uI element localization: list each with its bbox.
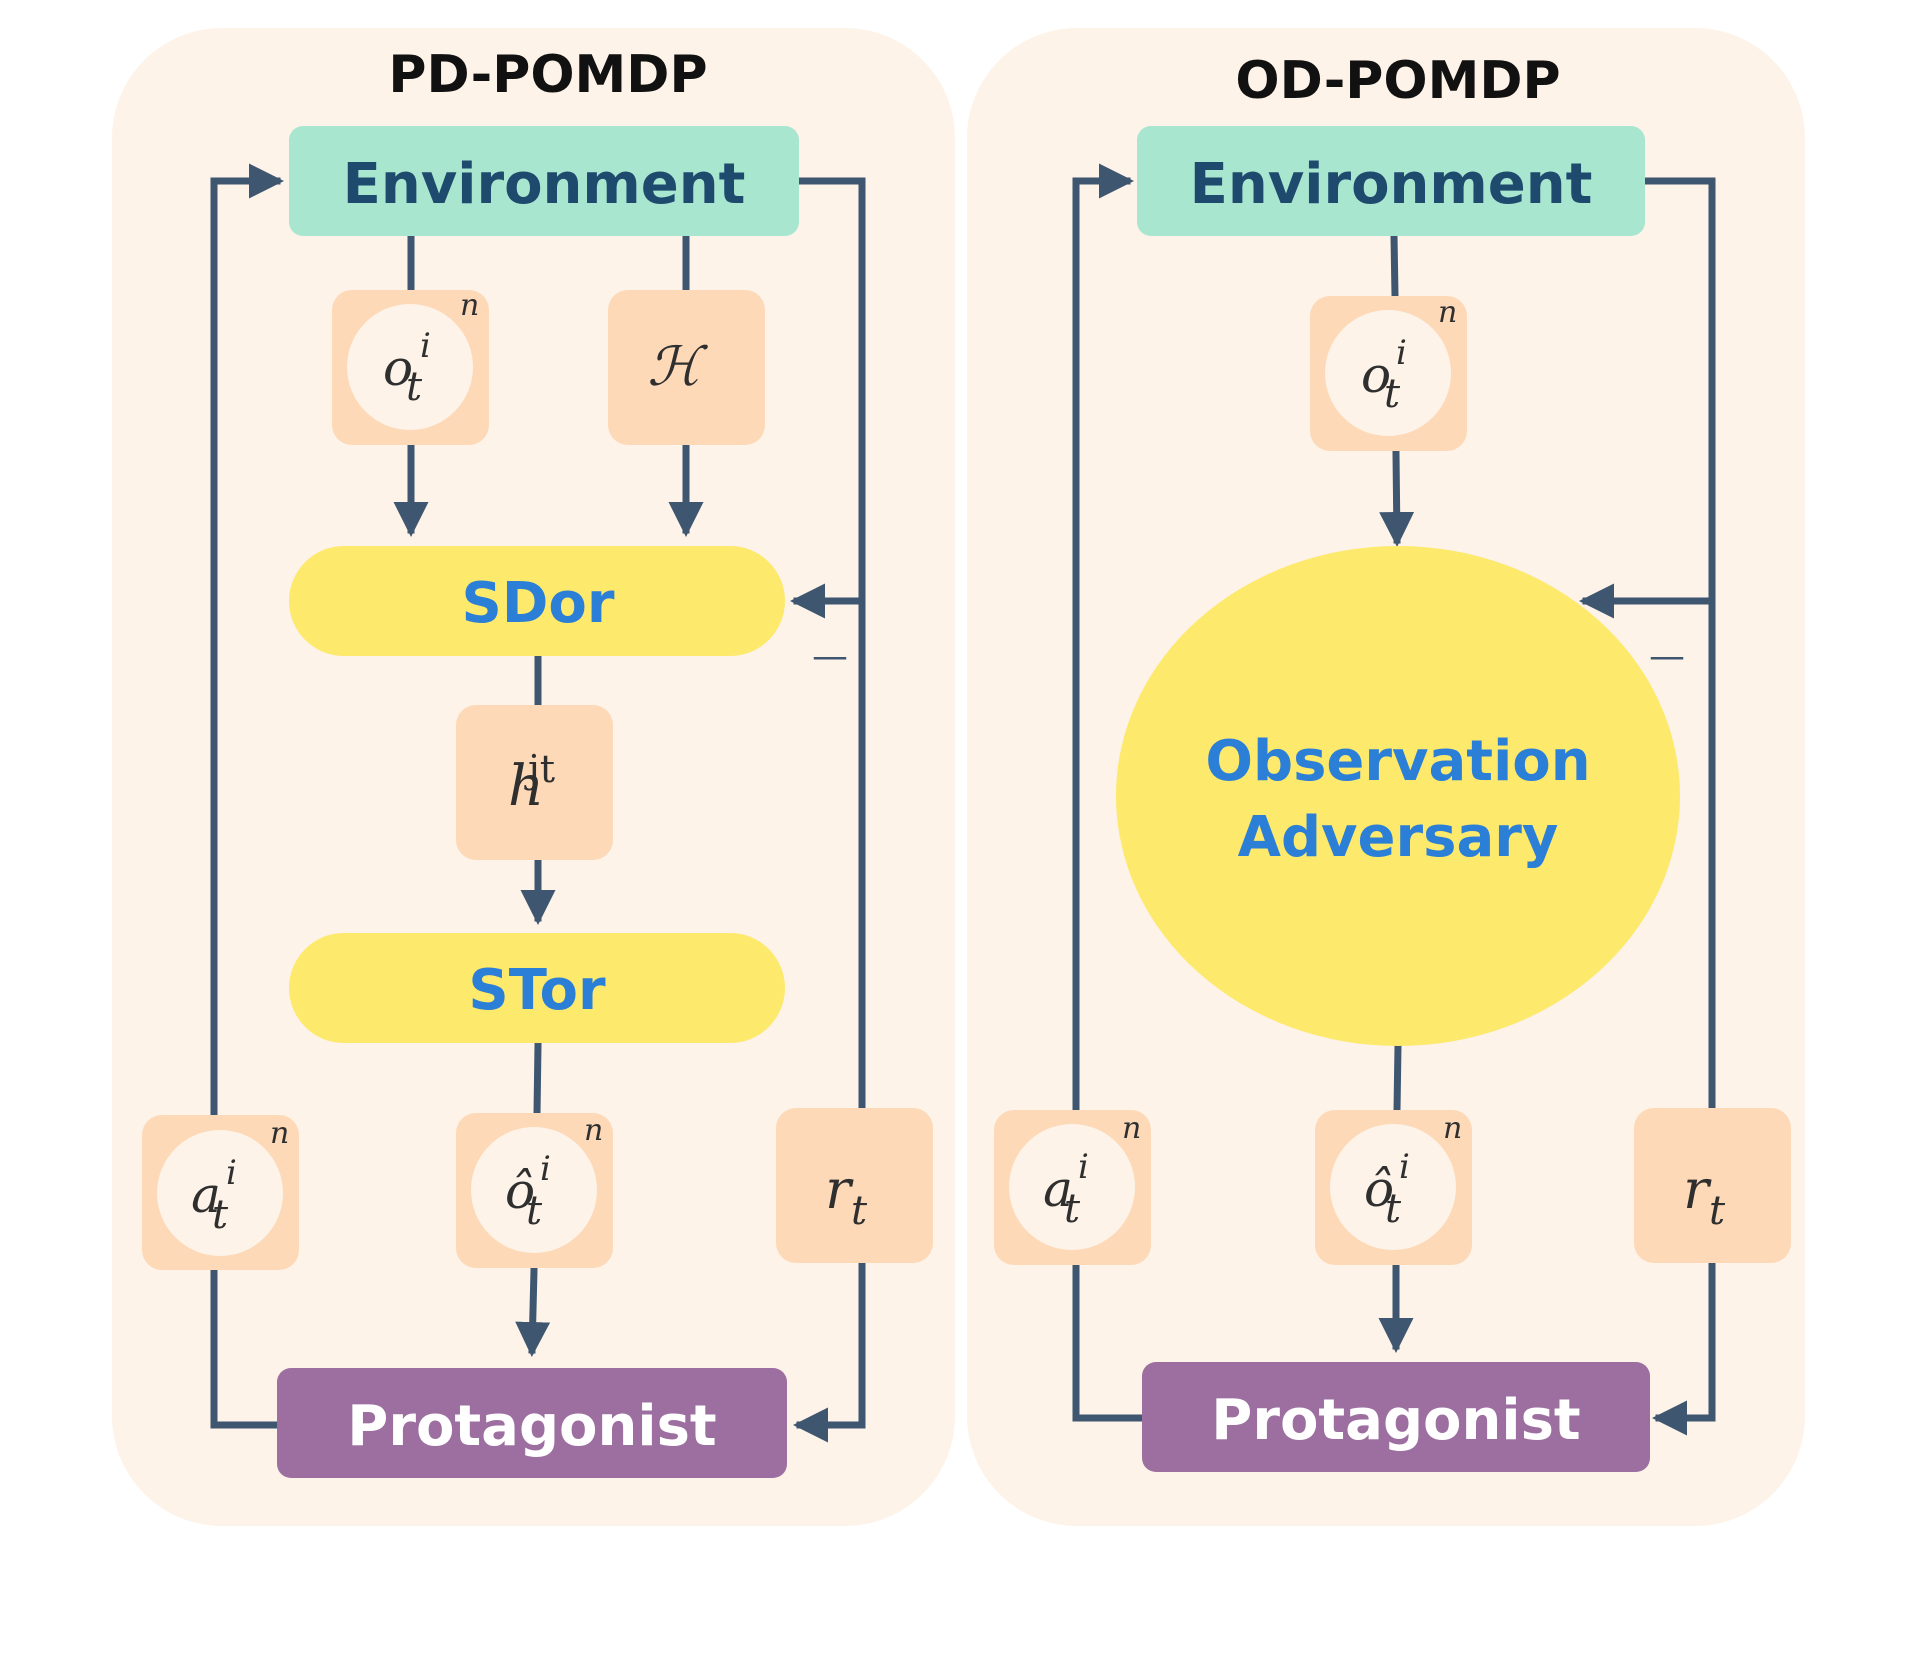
svg-text:t: t bbox=[212, 1192, 229, 1238]
svg-text:ô: ô bbox=[505, 1162, 535, 1220]
svg-text:t: t bbox=[1709, 1188, 1726, 1234]
svg-text:t: t bbox=[1064, 1186, 1081, 1232]
svg-text:i: i bbox=[420, 326, 431, 366]
panel-od-pomdp: OD-POMDP — Environment o i t n Observati… bbox=[967, 28, 1805, 1526]
svg-text:t: t bbox=[851, 1188, 868, 1234]
svg-text:i: i bbox=[1078, 1147, 1089, 1187]
protagonist-label: Protagonist bbox=[347, 1394, 716, 1459]
observation-adversary-node bbox=[1116, 546, 1680, 1046]
connector-protagonist-to-action bbox=[1072, 1261, 1146, 1422]
connector-stor-to-obshat bbox=[533, 1041, 542, 1117]
adversary-label-line1: Observation bbox=[1205, 729, 1590, 794]
connector-reward-to-protagonist bbox=[793, 1261, 866, 1443]
svg-text:ô: ô bbox=[1364, 1160, 1394, 1218]
svg-text:jt: jt bbox=[524, 747, 555, 791]
panel-pd-pomdp: PD-POMDP — Environment o i t n bbox=[112, 28, 955, 1526]
svg-text:n: n bbox=[460, 288, 479, 323]
reward-token: r t bbox=[1634, 1108, 1791, 1263]
svg-text:h: h bbox=[508, 754, 544, 819]
svg-text:o: o bbox=[383, 339, 413, 397]
action-token: a i t n bbox=[142, 1115, 299, 1270]
history-token: ℋ bbox=[608, 290, 765, 445]
svg-text:n: n bbox=[1122, 1111, 1141, 1146]
connector-obshat-to-protagonist bbox=[515, 1266, 551, 1357]
svg-text:n: n bbox=[1438, 295, 1457, 330]
svg-text:a: a bbox=[1043, 1160, 1073, 1218]
svg-text:n: n bbox=[1443, 1111, 1462, 1146]
minus-sign: — bbox=[1649, 636, 1685, 677]
svg-text:i: i bbox=[1399, 1147, 1410, 1187]
environment-box bbox=[1137, 126, 1645, 236]
hjt-token: h jt bbox=[456, 705, 613, 860]
svg-text:t: t bbox=[1385, 1186, 1402, 1232]
svg-text:ℋ: ℋ bbox=[647, 335, 708, 398]
panel-title: PD-POMDP bbox=[388, 45, 707, 105]
action-token: a i t n bbox=[994, 1110, 1151, 1265]
connector-protagonist-to-action bbox=[210, 1268, 281, 1429]
protagonist-label: Protagonist bbox=[1211, 1388, 1580, 1453]
minus-sign: — bbox=[812, 636, 848, 677]
stor-node bbox=[289, 933, 785, 1043]
svg-text:n: n bbox=[584, 1113, 603, 1148]
panel-title: OD-POMDP bbox=[1235, 51, 1560, 111]
svg-text:t: t bbox=[1384, 371, 1401, 417]
connector-action-to-environment bbox=[1072, 163, 1134, 1114]
observation-token: o i t n bbox=[1310, 295, 1467, 451]
protagonist-box bbox=[1142, 1362, 1650, 1472]
svg-text:t: t bbox=[526, 1188, 543, 1234]
sdor-node bbox=[289, 546, 785, 656]
perturbed-observation-token: ô i t n bbox=[1315, 1110, 1472, 1265]
protagonist-box bbox=[277, 1368, 787, 1478]
connector-environment-to-reward bbox=[796, 177, 866, 1112]
svg-text:i: i bbox=[540, 1149, 551, 1189]
svg-text:a: a bbox=[191, 1166, 221, 1224]
sdor-label: SDor bbox=[462, 571, 615, 636]
observation-token: o i t n bbox=[332, 288, 489, 445]
connector-obs-to-adversary bbox=[1379, 450, 1415, 547]
connector-action-to-environment bbox=[210, 163, 284, 1119]
svg-text:t: t bbox=[406, 364, 423, 410]
environment-box bbox=[289, 126, 799, 236]
stor-label: STor bbox=[468, 958, 606, 1023]
reward-token: r t bbox=[776, 1108, 933, 1263]
svg-text:i: i bbox=[226, 1153, 237, 1193]
svg-text:r: r bbox=[825, 1158, 854, 1221]
connector-env-to-obs bbox=[1390, 232, 1399, 300]
adversary-label-line2: Adversary bbox=[1238, 805, 1559, 870]
perturbed-observation-token: ô i t n bbox=[456, 1113, 613, 1268]
environment-label: Environment bbox=[343, 152, 746, 217]
svg-text:i: i bbox=[1396, 333, 1407, 373]
connector-reward-to-protagonist bbox=[1652, 1261, 1716, 1436]
connector-adversary-to-obshat bbox=[1393, 1042, 1402, 1114]
environment-label: Environment bbox=[1190, 152, 1593, 217]
connector-environment-to-reward bbox=[1643, 177, 1716, 1112]
svg-text:n: n bbox=[270, 1116, 289, 1151]
svg-text:r: r bbox=[1683, 1158, 1712, 1221]
svg-text:o: o bbox=[1361, 346, 1391, 404]
